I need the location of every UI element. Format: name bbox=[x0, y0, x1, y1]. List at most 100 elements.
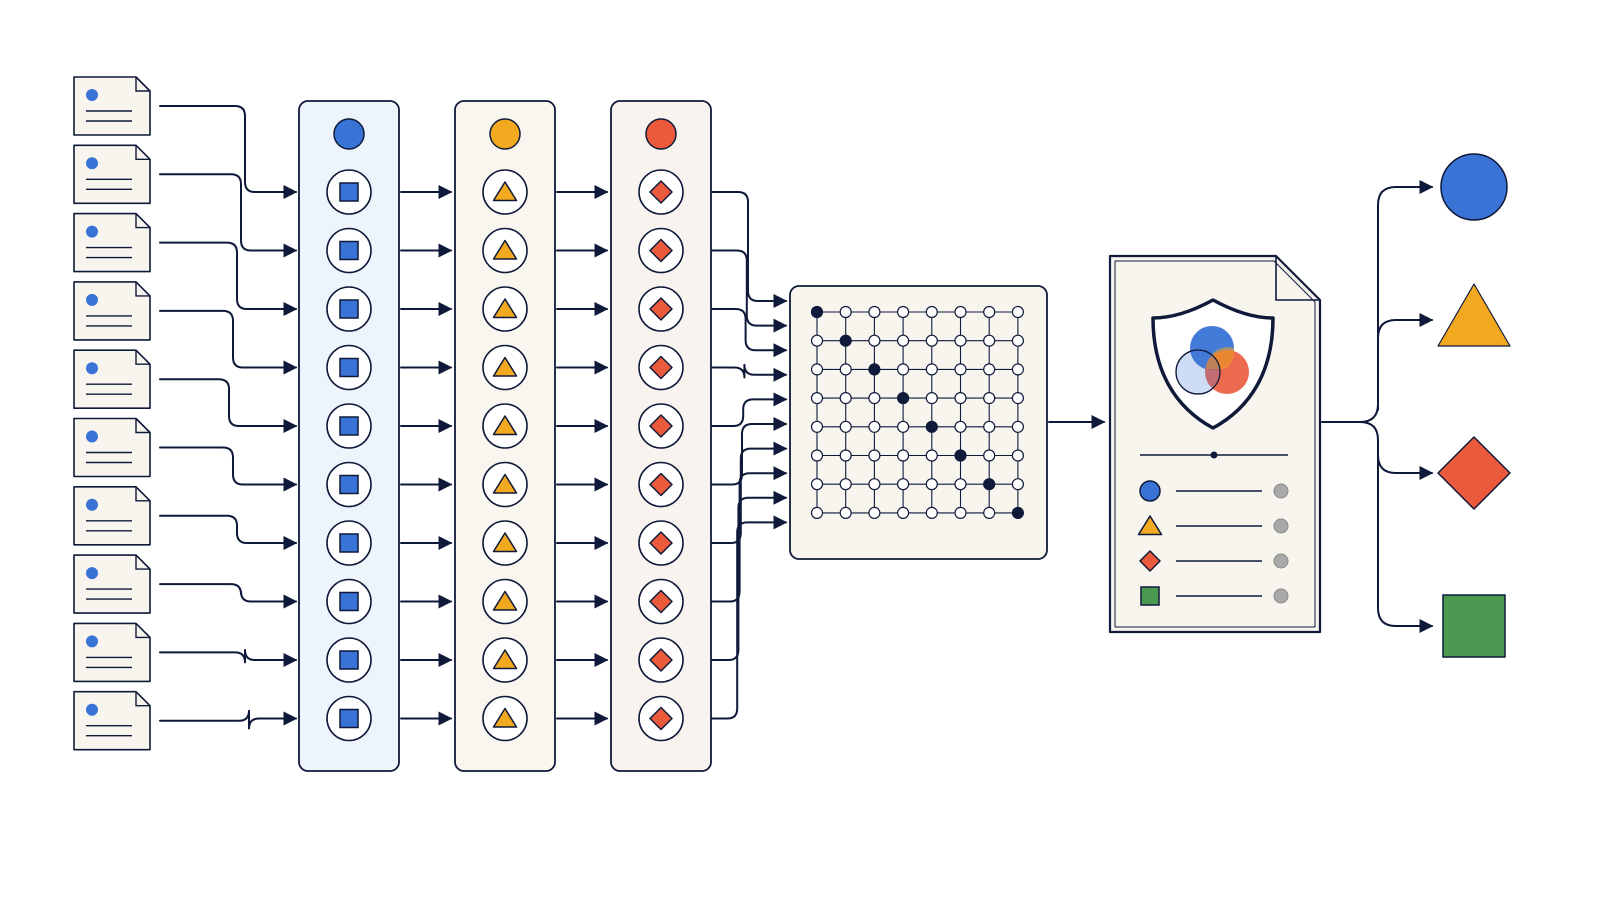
report-entry bbox=[1139, 550, 1289, 572]
stage-item-square bbox=[339, 182, 359, 202]
venn-overlap bbox=[1206, 347, 1235, 369]
matrix-node bbox=[925, 449, 938, 462]
document-outline bbox=[73, 486, 151, 546]
venn-left-circle bbox=[1175, 349, 1221, 395]
matrix-node bbox=[1011, 392, 1025, 405]
connector-arrow bbox=[159, 649, 298, 667]
connector-arrow bbox=[711, 417, 788, 486]
report-inner-outline bbox=[1114, 260, 1316, 628]
matrix-node bbox=[983, 334, 996, 347]
document-fold bbox=[135, 555, 150, 570]
matrix-node bbox=[983, 392, 996, 405]
report-entry-circle-icon bbox=[1139, 480, 1161, 502]
connector-arrow bbox=[159, 309, 298, 375]
stage-item-triangle bbox=[492, 473, 518, 494]
matrix-node bbox=[896, 506, 910, 520]
connector-arrow bbox=[159, 105, 298, 199]
document-fold bbox=[135, 486, 150, 502]
report-entry-status-dot bbox=[1273, 588, 1289, 604]
stage-item-triangle bbox=[492, 532, 518, 553]
connector-arrow bbox=[159, 709, 298, 730]
document-outline bbox=[73, 212, 151, 273]
stage-item-square bbox=[339, 591, 359, 612]
matrix-node bbox=[983, 506, 996, 520]
stage-item-triangle bbox=[492, 707, 518, 728]
document-dot bbox=[86, 157, 98, 170]
stage-item-triangle bbox=[492, 239, 518, 260]
matrix-node bbox=[868, 305, 881, 319]
matrix-node bbox=[925, 392, 938, 405]
report-entry-diamond-icon bbox=[1139, 550, 1161, 572]
document-icon bbox=[73, 281, 151, 341]
stage-item-diamond bbox=[649, 472, 673, 497]
connector-arrow bbox=[711, 363, 788, 382]
matrix-node bbox=[810, 478, 824, 491]
output-diamond bbox=[1437, 436, 1511, 510]
report-entry-status-dot bbox=[1273, 518, 1289, 534]
stage-item-triangle bbox=[492, 649, 518, 670]
connector-arrow bbox=[711, 308, 788, 358]
matrix-node bbox=[868, 449, 881, 462]
matrix-node bbox=[839, 449, 852, 462]
stage-item-diamond bbox=[649, 355, 673, 380]
matrix-node bbox=[896, 305, 910, 319]
stage-item-diamond bbox=[649, 414, 673, 438]
matrix-node bbox=[983, 420, 996, 433]
report-entry bbox=[1140, 586, 1289, 606]
matrix-node bbox=[925, 334, 938, 347]
document-outline bbox=[73, 144, 151, 205]
document-icon bbox=[73, 554, 151, 614]
matrix-node-active bbox=[868, 363, 881, 376]
matrix-node bbox=[896, 420, 910, 433]
matrix-node bbox=[868, 506, 881, 520]
output-square bbox=[1442, 594, 1506, 658]
matrix-node bbox=[954, 420, 967, 433]
stage-item-square bbox=[339, 650, 359, 670]
stage-header-red-circle bbox=[645, 118, 677, 150]
document-dot bbox=[86, 635, 98, 648]
document-fold bbox=[135, 213, 150, 229]
document-dot bbox=[86, 498, 98, 511]
matrix-node bbox=[983, 305, 996, 319]
matrix-node bbox=[954, 363, 967, 376]
stage-item-diamond bbox=[649, 531, 673, 555]
matrix-node bbox=[983, 449, 996, 462]
input-documents bbox=[73, 76, 151, 751]
stage-item-diamond bbox=[649, 180, 673, 204]
matrix-node bbox=[810, 420, 824, 433]
matrix-node bbox=[954, 305, 967, 319]
connector-arrow bbox=[711, 441, 788, 544]
connector-arrow bbox=[1359, 421, 1434, 480]
stage-item-triangle bbox=[492, 590, 518, 611]
report-entry-status-dot bbox=[1273, 483, 1289, 499]
matrix-node bbox=[954, 334, 967, 347]
matrix-node bbox=[983, 363, 996, 376]
stage-orange bbox=[454, 100, 556, 772]
matrix-node bbox=[925, 363, 938, 376]
stage-blue bbox=[298, 100, 400, 772]
matrix-node bbox=[810, 363, 824, 376]
stage-item-diamond bbox=[649, 648, 673, 672]
document-icon bbox=[73, 417, 151, 478]
matrix-node-active bbox=[810, 305, 824, 319]
report-entry bbox=[1139, 480, 1289, 502]
report-entry bbox=[1137, 515, 1289, 536]
matrix-node bbox=[868, 420, 881, 433]
matrix-node bbox=[868, 334, 881, 347]
matrix-node bbox=[839, 363, 852, 376]
matrix-node-active bbox=[896, 392, 910, 405]
stage-item-diamond bbox=[649, 589, 673, 614]
document-outline bbox=[73, 76, 151, 136]
matrix-node bbox=[868, 392, 881, 405]
stage-item-square bbox=[339, 240, 359, 261]
document-fold bbox=[135, 691, 150, 707]
document-dot bbox=[86, 430, 98, 443]
document-icon bbox=[73, 212, 151, 273]
matrix-node-active bbox=[983, 478, 996, 491]
matrix-node-active bbox=[954, 449, 967, 462]
connector-arrow bbox=[711, 249, 788, 333]
stage-item-square bbox=[339, 299, 359, 319]
document-icon bbox=[73, 486, 151, 546]
connector-layer bbox=[159, 105, 1434, 730]
